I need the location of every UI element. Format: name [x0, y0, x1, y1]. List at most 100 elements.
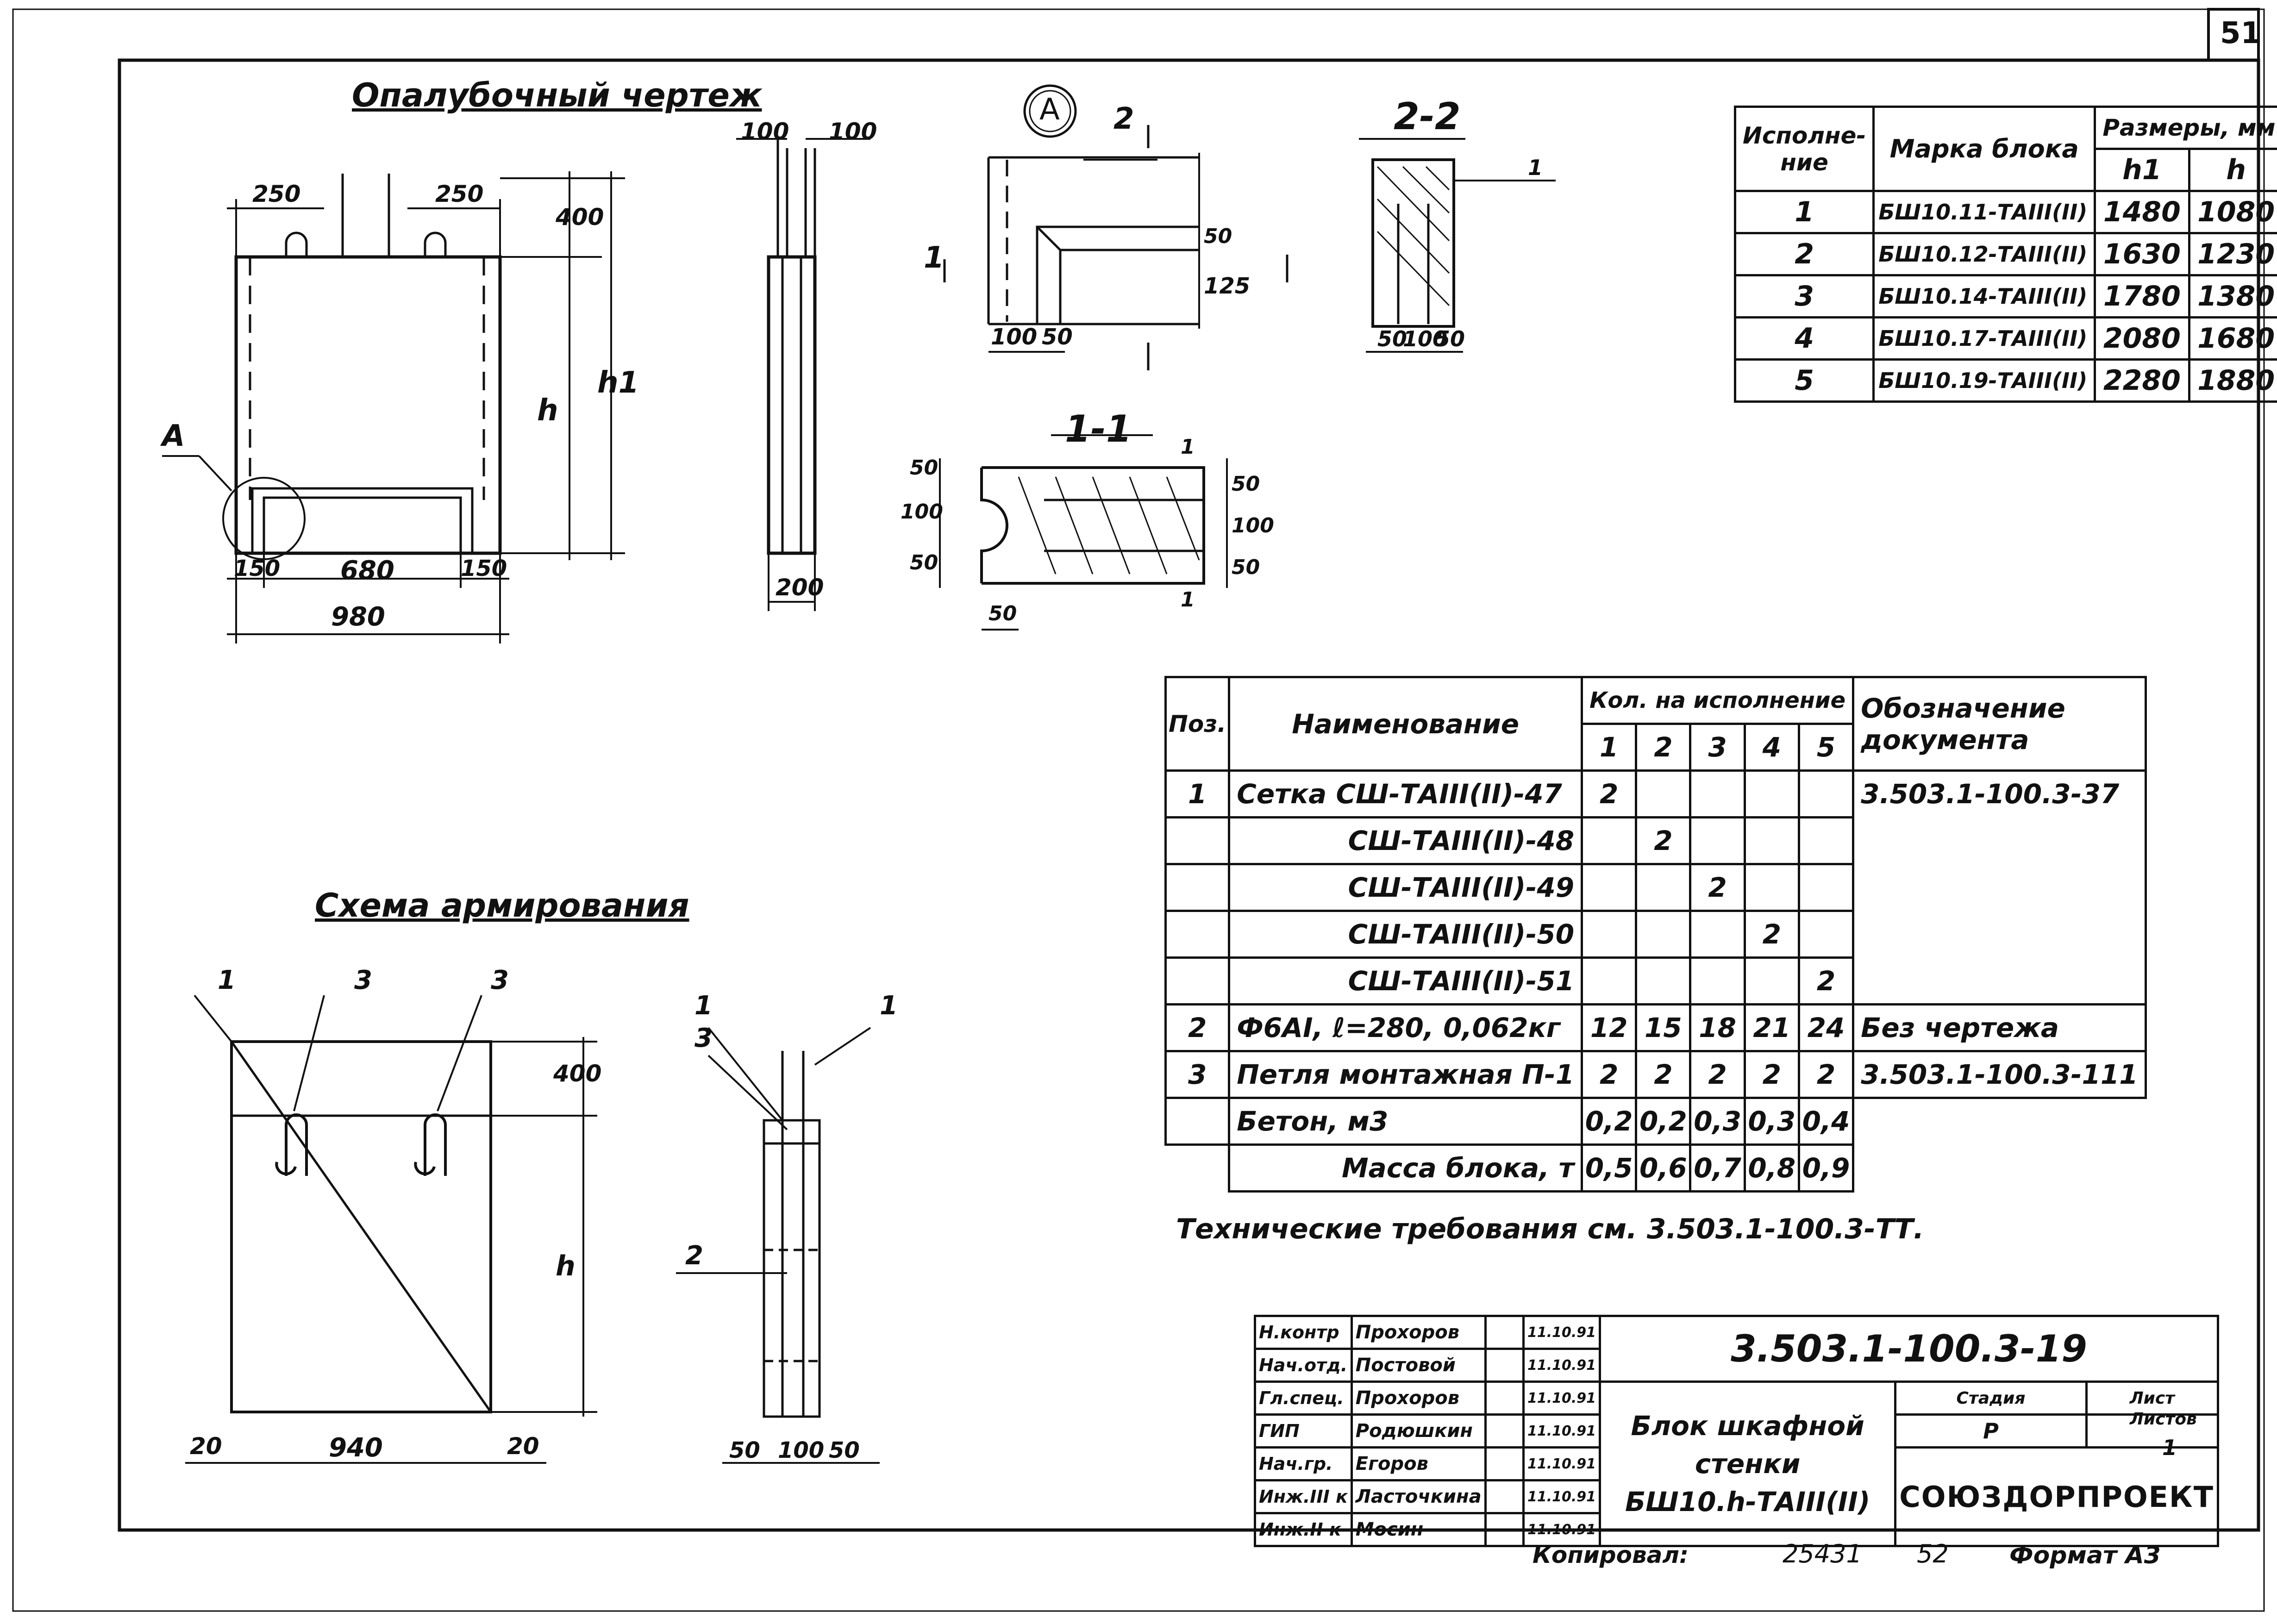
detail-a-label: A [1039, 93, 1060, 127]
spec-qty [1743, 816, 1800, 865]
reinf-side-dim-50-right: 50 [829, 1437, 860, 1463]
spec-variant-4: 4 [1743, 723, 1800, 772]
spec-spacer [1853, 1145, 2146, 1192]
spec-name: Сетка СШ-ТАIII(II)-47 [1228, 769, 1583, 818]
signature-date: 11.10.91 [1522, 1479, 1601, 1514]
table-row: 5 БШ10.19-ТАIII(II) 2280 1880 [1733, 358, 2277, 403]
spec-header-name: Наименование [1228, 676, 1583, 772]
spec-qty: 2 [1743, 1050, 1800, 1099]
spec-pos [1164, 910, 1231, 959]
sec11-dim-50-b: 50 [910, 551, 938, 575]
table-row: Масса блока, т 0,5 0,6 0,7 0,8 0,9 [1166, 1143, 2146, 1193]
spec-name: СШ-ТАIII(II)-51 [1228, 956, 1583, 1006]
sizes-cell: 1080 [2188, 190, 2277, 234]
doc-code: 3.503.1-100.3-19 [1599, 1315, 2219, 1383]
spec-qty: 0,4 [1797, 1097, 1855, 1146]
sizes-header-dimensions: Размеры, мм [2094, 106, 2277, 150]
sec11-pos-1-bottom: 1 [1181, 588, 1195, 612]
signature-sign [1484, 1512, 1525, 1547]
spec-qty: 0,3 [1743, 1097, 1800, 1146]
organization-name: СОЮЗДОРПРОЕКТ [1894, 1446, 2219, 1547]
drawing-title: Блок шкафной стенки БШ10.h-ТАIII(II) [1599, 1380, 1897, 1547]
spec-name: Петля монтажная П-1 [1228, 1050, 1583, 1099]
reinf-side-pos-1-left: 1 [694, 991, 713, 1021]
spec-mass: 0,9 [1797, 1143, 1855, 1193]
signature-role: Нач.гр. [1254, 1446, 1353, 1481]
spec-qty: 2 [1635, 816, 1692, 865]
technical-requirements-note: Технические требования см. 3.503.1-100.3… [1176, 1213, 1924, 1245]
sizes-cell: БШ10.11-ТАIII(II) [1872, 190, 2096, 234]
spec-variant-2: 2 [1635, 723, 1692, 772]
sec11-dim-100-a: 100 [901, 500, 943, 524]
formwork-front-view [162, 174, 502, 560]
spec-qty: 2 [1797, 956, 1855, 1006]
cut-mark-2-top: 2 [1113, 102, 1134, 136]
reinf-side-dim-100: 100 [778, 1437, 825, 1463]
spec-qty: 18 [1689, 1003, 1746, 1052]
signature-name: Ласточкина [1350, 1479, 1487, 1514]
detail-a-view [943, 84, 1289, 370]
table-row: СШ-ТАIII(II)-49 2 [1164, 863, 2146, 912]
dim-680: 680 [340, 556, 394, 586]
sheet-value [2085, 1413, 2220, 1449]
sizes-cell: 3 [1733, 274, 1875, 319]
spec-spacer [1166, 1145, 1229, 1192]
spec-pos: 3 [1164, 1050, 1231, 1099]
dim-150-left: 150 [234, 556, 281, 581]
spec-mass-label: Масса блока, т [1228, 1143, 1583, 1193]
table-row: СШ-ТАIII(II)-50 2 [1164, 910, 2146, 959]
sizes-cell: 1680 [2188, 316, 2277, 361]
reinforcement-front-view [185, 994, 597, 1464]
sizes-cell: 1780 [2094, 274, 2190, 319]
drawing-title-line-3: БШ10.h-ТАIII(II) [1625, 1486, 1870, 1518]
spec-doc: Без чертежа [1852, 1003, 2147, 1052]
spec-pos [1164, 1097, 1231, 1146]
dim-400: 400 [556, 204, 604, 231]
table-row: 3 БШ10.14-ТАIII(II) 1780 1380 [1733, 274, 2277, 319]
signature-name: Мосин [1350, 1512, 1487, 1547]
spec-qty [1581, 816, 1638, 865]
section-2-2-view [1359, 138, 1556, 353]
reinf-side-pos-1-right: 1 [880, 991, 898, 1021]
sizes-cell: 1 [1733, 190, 1875, 234]
sizes-cell: 1230 [2188, 232, 2277, 276]
spec-mass: 0,7 [1689, 1143, 1746, 1193]
spec-name: СШ-ТАIII(II)-50 [1228, 910, 1583, 959]
sheet-trim [12, 8, 2265, 1612]
spec-header-qty: Кол. на исполнение [1581, 676, 1855, 725]
spec-qty: 12 [1581, 1003, 1638, 1052]
section-1-1-view [939, 434, 1228, 631]
dim-h1-label: h1 [597, 366, 639, 400]
spec-doc: 3.503.1-100.3-111 [1852, 1050, 2147, 1099]
side-dim-100-right: 100 [829, 118, 877, 145]
sec11-pos-1-top: 1 [1181, 435, 1195, 459]
signature-date: 11.10.91 [1522, 1380, 1601, 1416]
spec-pos: 2 [1164, 1003, 1231, 1052]
sizes-cell: БШ10.17-ТАIII(II) [1872, 316, 2096, 361]
reinf-pos-3-left: 3 [354, 965, 372, 995]
signature-sign [1484, 1479, 1525, 1514]
formwork-dimensions [227, 171, 625, 643]
footer-page: 52 [1917, 1539, 1949, 1568]
detail-dim-100: 100 [991, 324, 1038, 350]
spec-name: СШ-ТАIII(II)-49 [1228, 863, 1583, 912]
signature-role: ГИП [1254, 1413, 1353, 1449]
spec-qty [1635, 910, 1692, 959]
spec-qty [1635, 863, 1692, 912]
dim-250-right: 250 [435, 181, 484, 207]
footer-copied: Копировал: [1533, 1542, 1689, 1568]
reinforcement-title: Схема армирования [315, 887, 689, 924]
sizes-cell: 4 [1733, 316, 1875, 361]
sizes-cell: 1630 [2094, 232, 2190, 276]
signature-sign [1484, 1315, 1525, 1350]
sec22-dim-50-left: 50 [1377, 326, 1407, 351]
spec-qty [1797, 816, 1855, 865]
spec-qty [1581, 956, 1638, 1006]
spec-qty [1689, 816, 1746, 865]
sec11-dim-50-a: 50 [910, 456, 938, 480]
reinf-pos-3-right: 3 [491, 965, 509, 995]
sec11-dim-50-e: 50 [988, 602, 1017, 625]
sheet-label: Лист [2085, 1380, 2220, 1416]
signature-name: Родюшкин [1350, 1413, 1487, 1449]
spec-qty: 2 [1743, 910, 1800, 959]
